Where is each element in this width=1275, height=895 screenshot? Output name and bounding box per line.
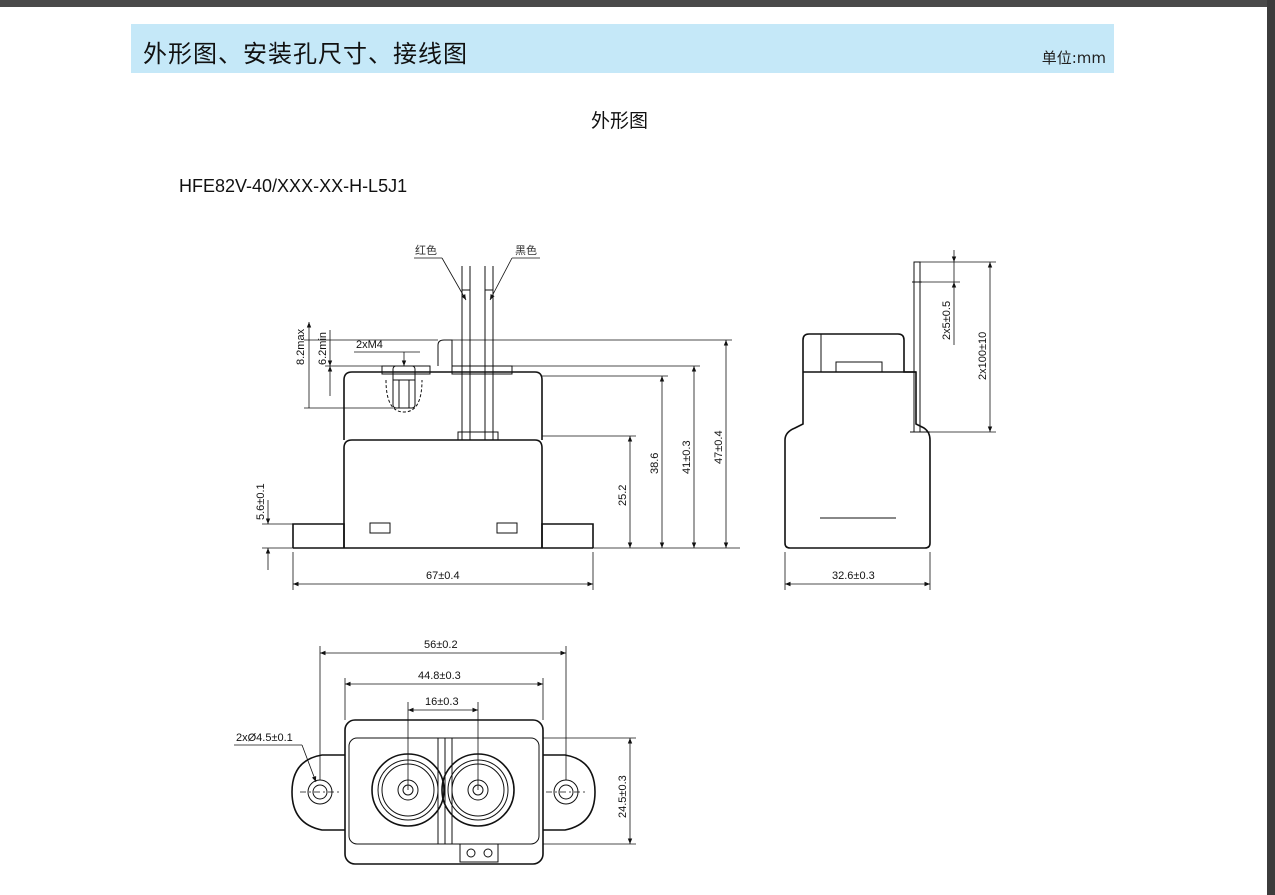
dim-2xm4: 2xM4	[356, 339, 383, 351]
wire-black-label: 黑色	[515, 243, 537, 257]
unit-label: 单位:mm	[1041, 49, 1106, 67]
outline-drawing-title: 外形图	[591, 110, 649, 132]
document-page	[0, 7, 1267, 895]
viewer-scrollbar[interactable]	[1267, 0, 1275, 895]
dim-32-6: 32.6±0.3	[832, 570, 875, 582]
section-header: 外形图、安装孔尺寸、接线图 单位:mm	[131, 24, 1114, 73]
front-view: 红色 黑色 8.2max 6.2min 2xM4 5.6±0.1	[255, 243, 740, 590]
dim-67: 67±0.4	[426, 570, 460, 582]
wire-red-label: 红色	[415, 243, 437, 257]
dim-56: 56±0.2	[424, 639, 458, 651]
dim-8-2-max: 8.2max	[295, 328, 307, 365]
dim-5-6: 5.6±0.1	[255, 483, 267, 520]
dim-2x5: 2x5±0.5	[941, 301, 953, 340]
dim-41: 41±0.3	[681, 440, 693, 474]
dim-25-2: 25.2	[617, 485, 629, 506]
top-view: 56±0.2 44.8±0.3 16±0.3 2xØ4.5±0.1 24.5±0…	[234, 639, 636, 865]
dim-16: 16±0.3	[425, 696, 459, 708]
dim-6-2-min: 6.2min	[317, 332, 329, 365]
dim-hole: 2xØ4.5±0.1	[236, 732, 293, 744]
viewer-top-bar	[0, 0, 1275, 7]
dim-2x100: 2x100±10	[977, 332, 989, 380]
dim-38-6: 38.6	[649, 453, 661, 474]
side-view: 2x5±0.5 2x100±10 32.6±0.3	[784, 250, 996, 590]
model-number: HFE82V-40/XXX-XX-H-L5J1	[179, 176, 408, 196]
dim-44-8: 44.8±0.3	[418, 670, 461, 682]
section-header-title: 外形图、安装孔尺寸、接线图	[143, 40, 468, 68]
dim-47: 47±0.4	[713, 430, 725, 464]
dim-24-5: 24.5±0.3	[617, 775, 629, 818]
